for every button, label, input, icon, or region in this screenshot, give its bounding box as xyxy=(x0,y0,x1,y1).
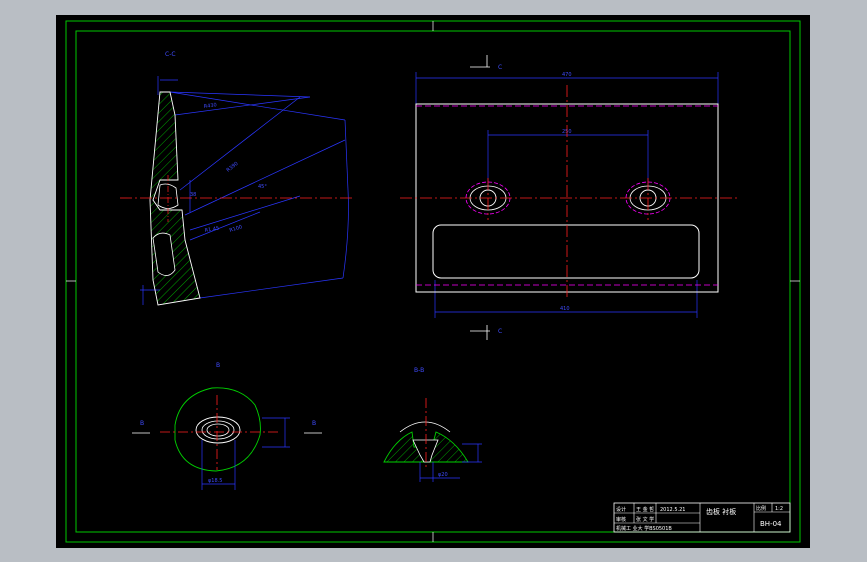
section-view-cc: C-C R430 R390 45° R1.45 R100 38 xyxy=(120,51,355,306)
zone-marks xyxy=(66,21,800,542)
tb-checker-role: 审核 xyxy=(616,516,626,523)
svg-text:R100: R100 xyxy=(229,224,243,234)
recess-section xyxy=(152,232,176,276)
view-b: B B B φ18.5 xyxy=(132,362,322,490)
tb-part-name: 齿板 衬板 xyxy=(706,507,736,516)
boss-outline xyxy=(174,387,261,472)
tb-drawing-no: BH-04 xyxy=(760,520,782,528)
section-b-left: B xyxy=(140,420,144,427)
dim-bottom-width: 410 xyxy=(560,306,570,312)
bolt-hole-section xyxy=(157,183,179,209)
section-cc-label: C-C xyxy=(165,51,176,58)
dim-top-width: 470 xyxy=(562,72,572,78)
svg-text:R390: R390 xyxy=(226,161,240,174)
tb-designer-name: 王 金 哲 xyxy=(636,506,654,513)
dim-slot: φ20 xyxy=(438,472,448,478)
tb-scale-value: 1:2 xyxy=(775,506,783,512)
svg-text:45°: 45° xyxy=(258,184,267,190)
dim-bore: φ18.5 xyxy=(208,478,222,484)
section-bb-label: B-B xyxy=(414,367,424,374)
tb-school: 机械工 业大 学BS0501B xyxy=(616,525,672,532)
front-view: C C 470 250 410 xyxy=(400,55,738,340)
tb-scale-label: 比例 xyxy=(756,505,766,512)
arrow-c-bottom: C xyxy=(498,328,502,335)
section-b-right: B xyxy=(312,420,316,427)
title-block: 设计 王 金 哲 2012.5.21 审核 张 文 学 机械工 业大 学BS05… xyxy=(613,502,791,533)
lower-slot xyxy=(432,224,700,279)
view-b-label: B xyxy=(216,362,220,369)
tb-designer-role: 设计 xyxy=(616,506,626,513)
svg-text:38: 38 xyxy=(190,192,196,198)
tb-date: 2012.5.21 xyxy=(660,507,685,513)
svg-text:R1.45: R1.45 xyxy=(204,226,219,234)
svg-text:R430: R430 xyxy=(203,102,217,110)
section-bb: B-B φ20 xyxy=(383,367,482,482)
arrow-c-top: C xyxy=(498,64,502,71)
tb-checker-name: 张 文 学 xyxy=(636,516,654,523)
